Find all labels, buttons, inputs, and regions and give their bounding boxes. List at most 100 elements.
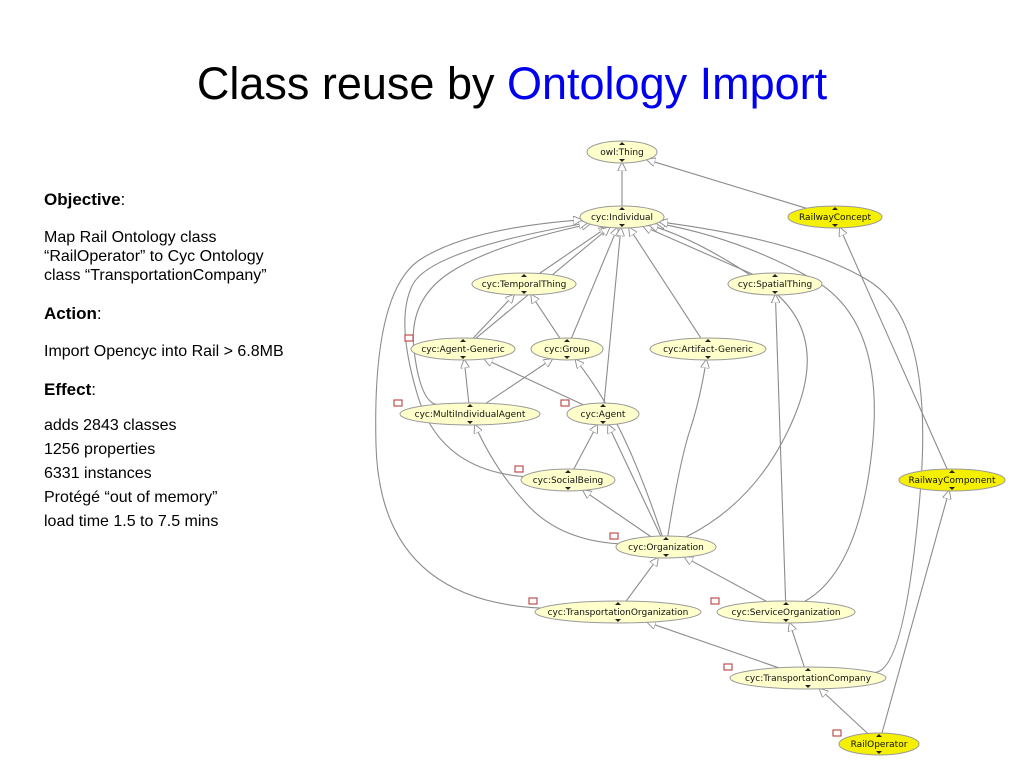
edge-transcompany-to-serviceorg xyxy=(790,623,805,668)
node-ellipse xyxy=(649,337,767,361)
node-ellipse xyxy=(471,272,577,296)
expand-down-icon[interactable] xyxy=(772,291,778,294)
instance-marker-icon xyxy=(404,334,414,342)
expand-down-icon[interactable] xyxy=(565,487,571,490)
edge-multiagent-to-individual xyxy=(412,224,589,405)
expand-down-icon[interactable] xyxy=(663,554,669,557)
expand-up-icon[interactable] xyxy=(949,470,955,473)
expand-up-icon[interactable] xyxy=(460,339,466,342)
node-transorg[interactable]: cyc:TransportationOrganization xyxy=(528,597,702,624)
expand-up-icon[interactable] xyxy=(876,734,882,737)
expand-down-icon[interactable] xyxy=(619,224,625,227)
node-ellipse xyxy=(727,272,823,296)
expand-up-icon[interactable] xyxy=(805,668,811,671)
expand-up-icon[interactable] xyxy=(615,602,621,605)
node-railoperator[interactable]: RailOperator xyxy=(832,729,920,756)
node-label: cyc:TransportationCompany xyxy=(745,674,872,684)
node-agentgeneric[interactable]: cyc:Agent-Generic xyxy=(404,334,516,361)
node-label: cyc:SocialBeing xyxy=(533,476,604,486)
node-individual[interactable]: cyc:Individual xyxy=(579,205,665,229)
node-organization[interactable]: cyc:Organization xyxy=(609,532,717,559)
action-label: Action xyxy=(44,304,97,323)
expand-down-icon[interactable] xyxy=(832,224,838,227)
node-label: RailwayComponent xyxy=(908,476,995,486)
node-temporal[interactable]: cyc:TemporalThing xyxy=(471,272,577,296)
edge-serviceorg-to-individual xyxy=(657,223,875,602)
node-label: cyc:Agent-Generic xyxy=(421,345,504,355)
expand-up-icon[interactable] xyxy=(467,404,473,407)
node-label: cyc:Organization xyxy=(628,543,704,553)
edge-transorg-to-organization xyxy=(625,558,658,602)
expand-up-icon[interactable] xyxy=(783,602,789,605)
node-label: cyc:Agent xyxy=(581,410,626,420)
edge-temporal-to-individual xyxy=(539,227,607,274)
node-label: cyc:Artifact-Generic xyxy=(663,345,753,355)
node-thing[interactable]: owl:Thing xyxy=(586,140,658,164)
expand-down-icon[interactable] xyxy=(705,356,711,359)
node-layer: owl:Thing cyc:Individual RailwayConcept cyc… xyxy=(393,140,1006,756)
expand-down-icon[interactable] xyxy=(615,619,621,622)
node-group[interactable]: cyc:Group xyxy=(530,337,604,361)
expand-down-icon[interactable] xyxy=(521,291,527,294)
node-spatial[interactable]: cyc:SpatialThing xyxy=(727,272,823,296)
edge-agent-to-individual xyxy=(603,228,621,404)
action-colon: : xyxy=(96,304,102,323)
edge-spatial-to-individual xyxy=(644,226,754,275)
edge-railoperator-to-transcompany xyxy=(820,689,869,734)
effect-item: 6331 instances xyxy=(44,465,152,482)
node-railwayconcept[interactable]: RailwayConcept xyxy=(787,205,883,229)
edge-railoperator-to-railwaycomponent xyxy=(881,491,949,734)
expand-up-icon[interactable] xyxy=(772,274,778,277)
node-ellipse xyxy=(530,337,604,361)
expand-up-icon[interactable] xyxy=(619,207,625,210)
node-multiagent[interactable]: cyc:MultiIndividualAgent xyxy=(393,399,541,426)
effect-label: Effect xyxy=(44,380,92,399)
expand-up-icon[interactable] xyxy=(600,404,606,407)
expand-up-icon[interactable] xyxy=(565,470,571,473)
node-social[interactable]: cyc:SocialBeing xyxy=(514,465,616,492)
expand-up-icon[interactable] xyxy=(832,207,838,210)
expand-up-icon[interactable] xyxy=(521,274,527,277)
edge-agentgeneric-to-temporal xyxy=(472,295,514,339)
expand-down-icon[interactable] xyxy=(805,685,811,688)
node-ellipse xyxy=(838,732,920,756)
edge-artifact-to-individual xyxy=(629,228,702,339)
edge-organization-to-social xyxy=(583,490,652,537)
edge-multiagent-to-agentgeneric xyxy=(464,360,469,404)
edge-transorg-to-individual xyxy=(375,220,582,609)
edge-multiagent-to-group xyxy=(485,359,552,404)
action-line: Import Opencyc into Rail > 6.8MB xyxy=(44,343,284,360)
expand-down-icon[interactable] xyxy=(783,619,789,622)
edge-layer xyxy=(375,160,949,734)
node-railwaycomponent[interactable]: RailwayComponent xyxy=(898,468,1006,492)
title-accent: Ontology Import xyxy=(506,58,828,109)
expand-down-icon[interactable] xyxy=(600,421,606,424)
expand-up-icon[interactable] xyxy=(619,142,625,145)
node-artifact[interactable]: cyc:Artifact-Generic xyxy=(649,337,767,361)
instance-marker-icon xyxy=(560,399,570,407)
node-agent[interactable]: cyc:Agent xyxy=(560,399,640,426)
expand-up-icon[interactable] xyxy=(705,339,711,342)
node-ellipse xyxy=(579,205,665,229)
node-transcompany[interactable]: cyc:TransportationCompany xyxy=(723,663,887,690)
expand-down-icon[interactable] xyxy=(467,421,473,424)
node-ellipse xyxy=(534,600,702,624)
edge-transcompany-to-individual xyxy=(660,222,924,673)
node-label: cyc:Individual xyxy=(591,213,653,223)
expand-down-icon[interactable] xyxy=(876,751,882,754)
objective-line: “RailOperator” to Cyc Ontology xyxy=(44,248,264,265)
node-ellipse xyxy=(410,337,516,361)
expand-up-icon[interactable] xyxy=(564,339,570,342)
expand-down-icon[interactable] xyxy=(460,356,466,359)
edge-transcompany-to-transorg xyxy=(648,622,779,669)
expand-down-icon[interactable] xyxy=(949,487,955,490)
expand-down-icon[interactable] xyxy=(564,356,570,359)
expand-down-icon[interactable] xyxy=(619,159,625,162)
expand-up-icon[interactable] xyxy=(663,537,669,540)
action-heading: Action: xyxy=(44,304,354,323)
node-label: cyc:ServiceOrganization xyxy=(731,608,840,618)
objective-label: Objective xyxy=(44,190,121,209)
node-serviceorg[interactable]: cyc:ServiceOrganization xyxy=(710,597,856,624)
edge-social-to-agent xyxy=(573,425,597,470)
